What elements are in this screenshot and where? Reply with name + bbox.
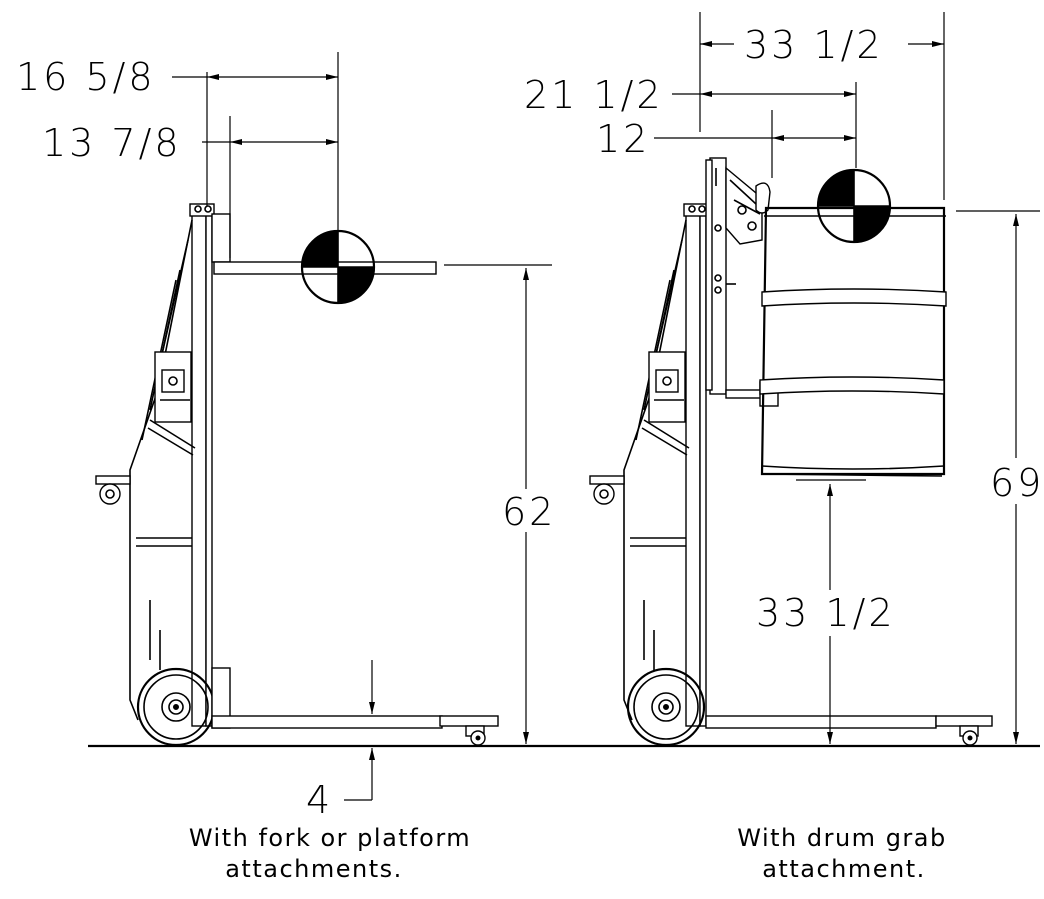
dim-21-1-2: 21 1/2 — [524, 73, 664, 117]
dim-69: 69 — [990, 461, 1044, 505]
dim-13-7-8: 13 7/8 — [42, 121, 182, 165]
caption-left-line2: attachments. — [225, 855, 403, 883]
right-dimensions — [654, 12, 1040, 744]
dim-62: 62 — [502, 490, 556, 534]
dim-33-1-2-bottom: 33 1/2 — [756, 591, 896, 635]
caption-right-line2: attachment. — [762, 855, 926, 883]
dim-4: 4 — [306, 778, 333, 822]
dim-33-1-2-top: 33 1/2 — [744, 23, 884, 67]
left-lift — [95, 203, 499, 747]
caption-left-line1: With fork or platform — [189, 824, 471, 852]
left-dimensions — [172, 52, 552, 801]
drum — [759, 206, 947, 477]
right-lift — [589, 157, 993, 747]
right-main-wheel — [626, 667, 706, 747]
dim-12: 12 — [596, 117, 650, 161]
caption-right-line1: With drum grab — [737, 824, 946, 852]
dim-16-5-8: 16 5/8 — [16, 55, 156, 99]
